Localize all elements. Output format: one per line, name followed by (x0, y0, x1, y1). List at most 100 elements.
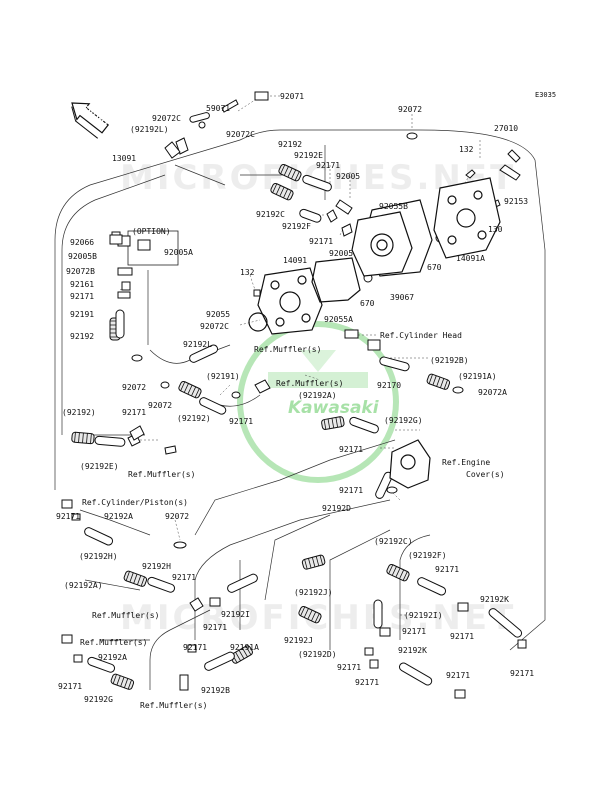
part-label: 92072 (398, 105, 423, 114)
part-label: 92171 (435, 565, 460, 574)
part-label: 92055B (379, 202, 408, 211)
part-label: 92171 (316, 161, 341, 170)
part-label: 92171 (510, 669, 535, 678)
part-label: 130 (488, 225, 503, 234)
part-label: 92171 (70, 292, 95, 301)
part-label: 92192K (398, 646, 427, 655)
part-label: (92191) (206, 372, 240, 381)
part-label: Ref.Muffler(s) (80, 638, 148, 647)
part-label: 92171 (446, 671, 471, 680)
part-label: 92191A (230, 643, 259, 652)
part-label: 92171 (355, 678, 380, 687)
part-label: 92005B (68, 252, 97, 261)
part-label: 92191 (70, 310, 95, 319)
part-label: 92161 (70, 280, 95, 289)
part-label: (92191A) (458, 372, 497, 381)
part-label: 92171 (172, 573, 197, 582)
part-label: 92072C (200, 322, 229, 331)
part-label: (92192L) (130, 125, 169, 134)
pump-assembly (248, 177, 501, 489)
brand-logo-text: Kawasaki (288, 398, 379, 418)
part-label: (92192E) (80, 462, 119, 471)
part-label: 92192K (480, 595, 509, 604)
spring-clamps (71, 163, 451, 690)
part-label: (92192J) (294, 588, 333, 597)
part-label: (92192G) (384, 416, 423, 425)
part-label: 27010 (494, 124, 519, 133)
part-label: 92171 (402, 627, 427, 636)
part-label: 92072 (165, 512, 190, 521)
part-label: 92171 (339, 486, 364, 495)
part-label: 92005A (164, 248, 193, 257)
part-label: 39067 (390, 293, 415, 302)
part-label: (92192D) (298, 650, 337, 659)
front-arrow-icon (71, 102, 110, 139)
part-label: 670 (427, 263, 442, 272)
part-label: (92192I) (404, 611, 443, 620)
part-label: Ref.Muffler(s) (128, 470, 196, 479)
part-label: 92192F (282, 222, 311, 231)
part-label: 92192J (284, 636, 313, 645)
part-label: Ref.Muffler(s) (276, 379, 344, 388)
part-label: 92192A (104, 512, 133, 521)
part-label: 92192I (221, 610, 250, 619)
part-label: 92192H (142, 562, 171, 571)
brand-logo (237, 321, 399, 483)
part-label: 92171 (183, 643, 208, 652)
part-label: 92171 (229, 417, 254, 426)
part-label: 92072 (148, 401, 173, 410)
part-label: Ref.Muffler(s) (140, 701, 208, 710)
part-label: 92072C (152, 114, 181, 123)
part-label: 92072B (66, 267, 95, 276)
part-label: 92171 (203, 623, 228, 632)
part-label: (92192) (177, 414, 211, 423)
part-label: 132 (459, 145, 474, 154)
part-label: 92055 (206, 310, 231, 319)
part-label: 92005 (336, 172, 361, 181)
part-label: 92171 (337, 663, 362, 672)
part-label: 92192B (201, 686, 230, 695)
part-label: 92192D (322, 504, 351, 513)
part-label: 92192A (98, 653, 127, 662)
diagram-code: E3035 (535, 91, 557, 99)
part-label: 92055A (324, 315, 353, 324)
part-label: 92192C (256, 210, 285, 219)
part-label: Ref.Engine (442, 458, 491, 467)
part-label: Cover(s) (466, 470, 505, 479)
part-label: 92192L (183, 340, 212, 349)
part-label: (92192F) (408, 551, 447, 560)
part-label: 92192G (84, 695, 113, 704)
part-label: 14091 (283, 256, 308, 265)
part-label: (92192A) (298, 391, 337, 400)
part-label: 92171 (58, 682, 83, 691)
part-label: Ref.Cylinder/Piston(s) (82, 498, 188, 507)
part-label: Ref.Cylinder Head (380, 331, 462, 340)
hose-segments (84, 112, 523, 686)
part-label: (92192C) (374, 537, 413, 546)
part-label: 92071 (280, 92, 305, 101)
option-label: (OPTION) (132, 227, 171, 236)
part-label: 92072 (122, 383, 147, 392)
part-label: 92171 (56, 512, 81, 521)
part-label: (92192A) (64, 581, 103, 590)
part-label: (92192H) (79, 552, 118, 561)
fittings (61, 91, 527, 699)
part-label: 92005 (329, 249, 354, 258)
part-label: 13091 (112, 154, 137, 163)
part-label: Ref.Muffler(s) (254, 345, 322, 354)
part-label: 59071 (206, 104, 231, 113)
part-label: 92171 (309, 237, 334, 246)
part-label: 92171 (122, 408, 147, 417)
part-label: 92192E (294, 151, 323, 160)
part-label: 92072A (478, 388, 507, 397)
part-label: 92170 (377, 381, 402, 390)
part-label: Ref.Muffler(s) (92, 611, 160, 620)
part-label: (92192B) (430, 356, 469, 365)
hose-routing (54, 129, 546, 690)
part-label: 92192 (70, 332, 95, 341)
part-label: 92171 (450, 632, 475, 641)
option-box (127, 230, 179, 266)
part-label: 92066 (70, 238, 95, 247)
